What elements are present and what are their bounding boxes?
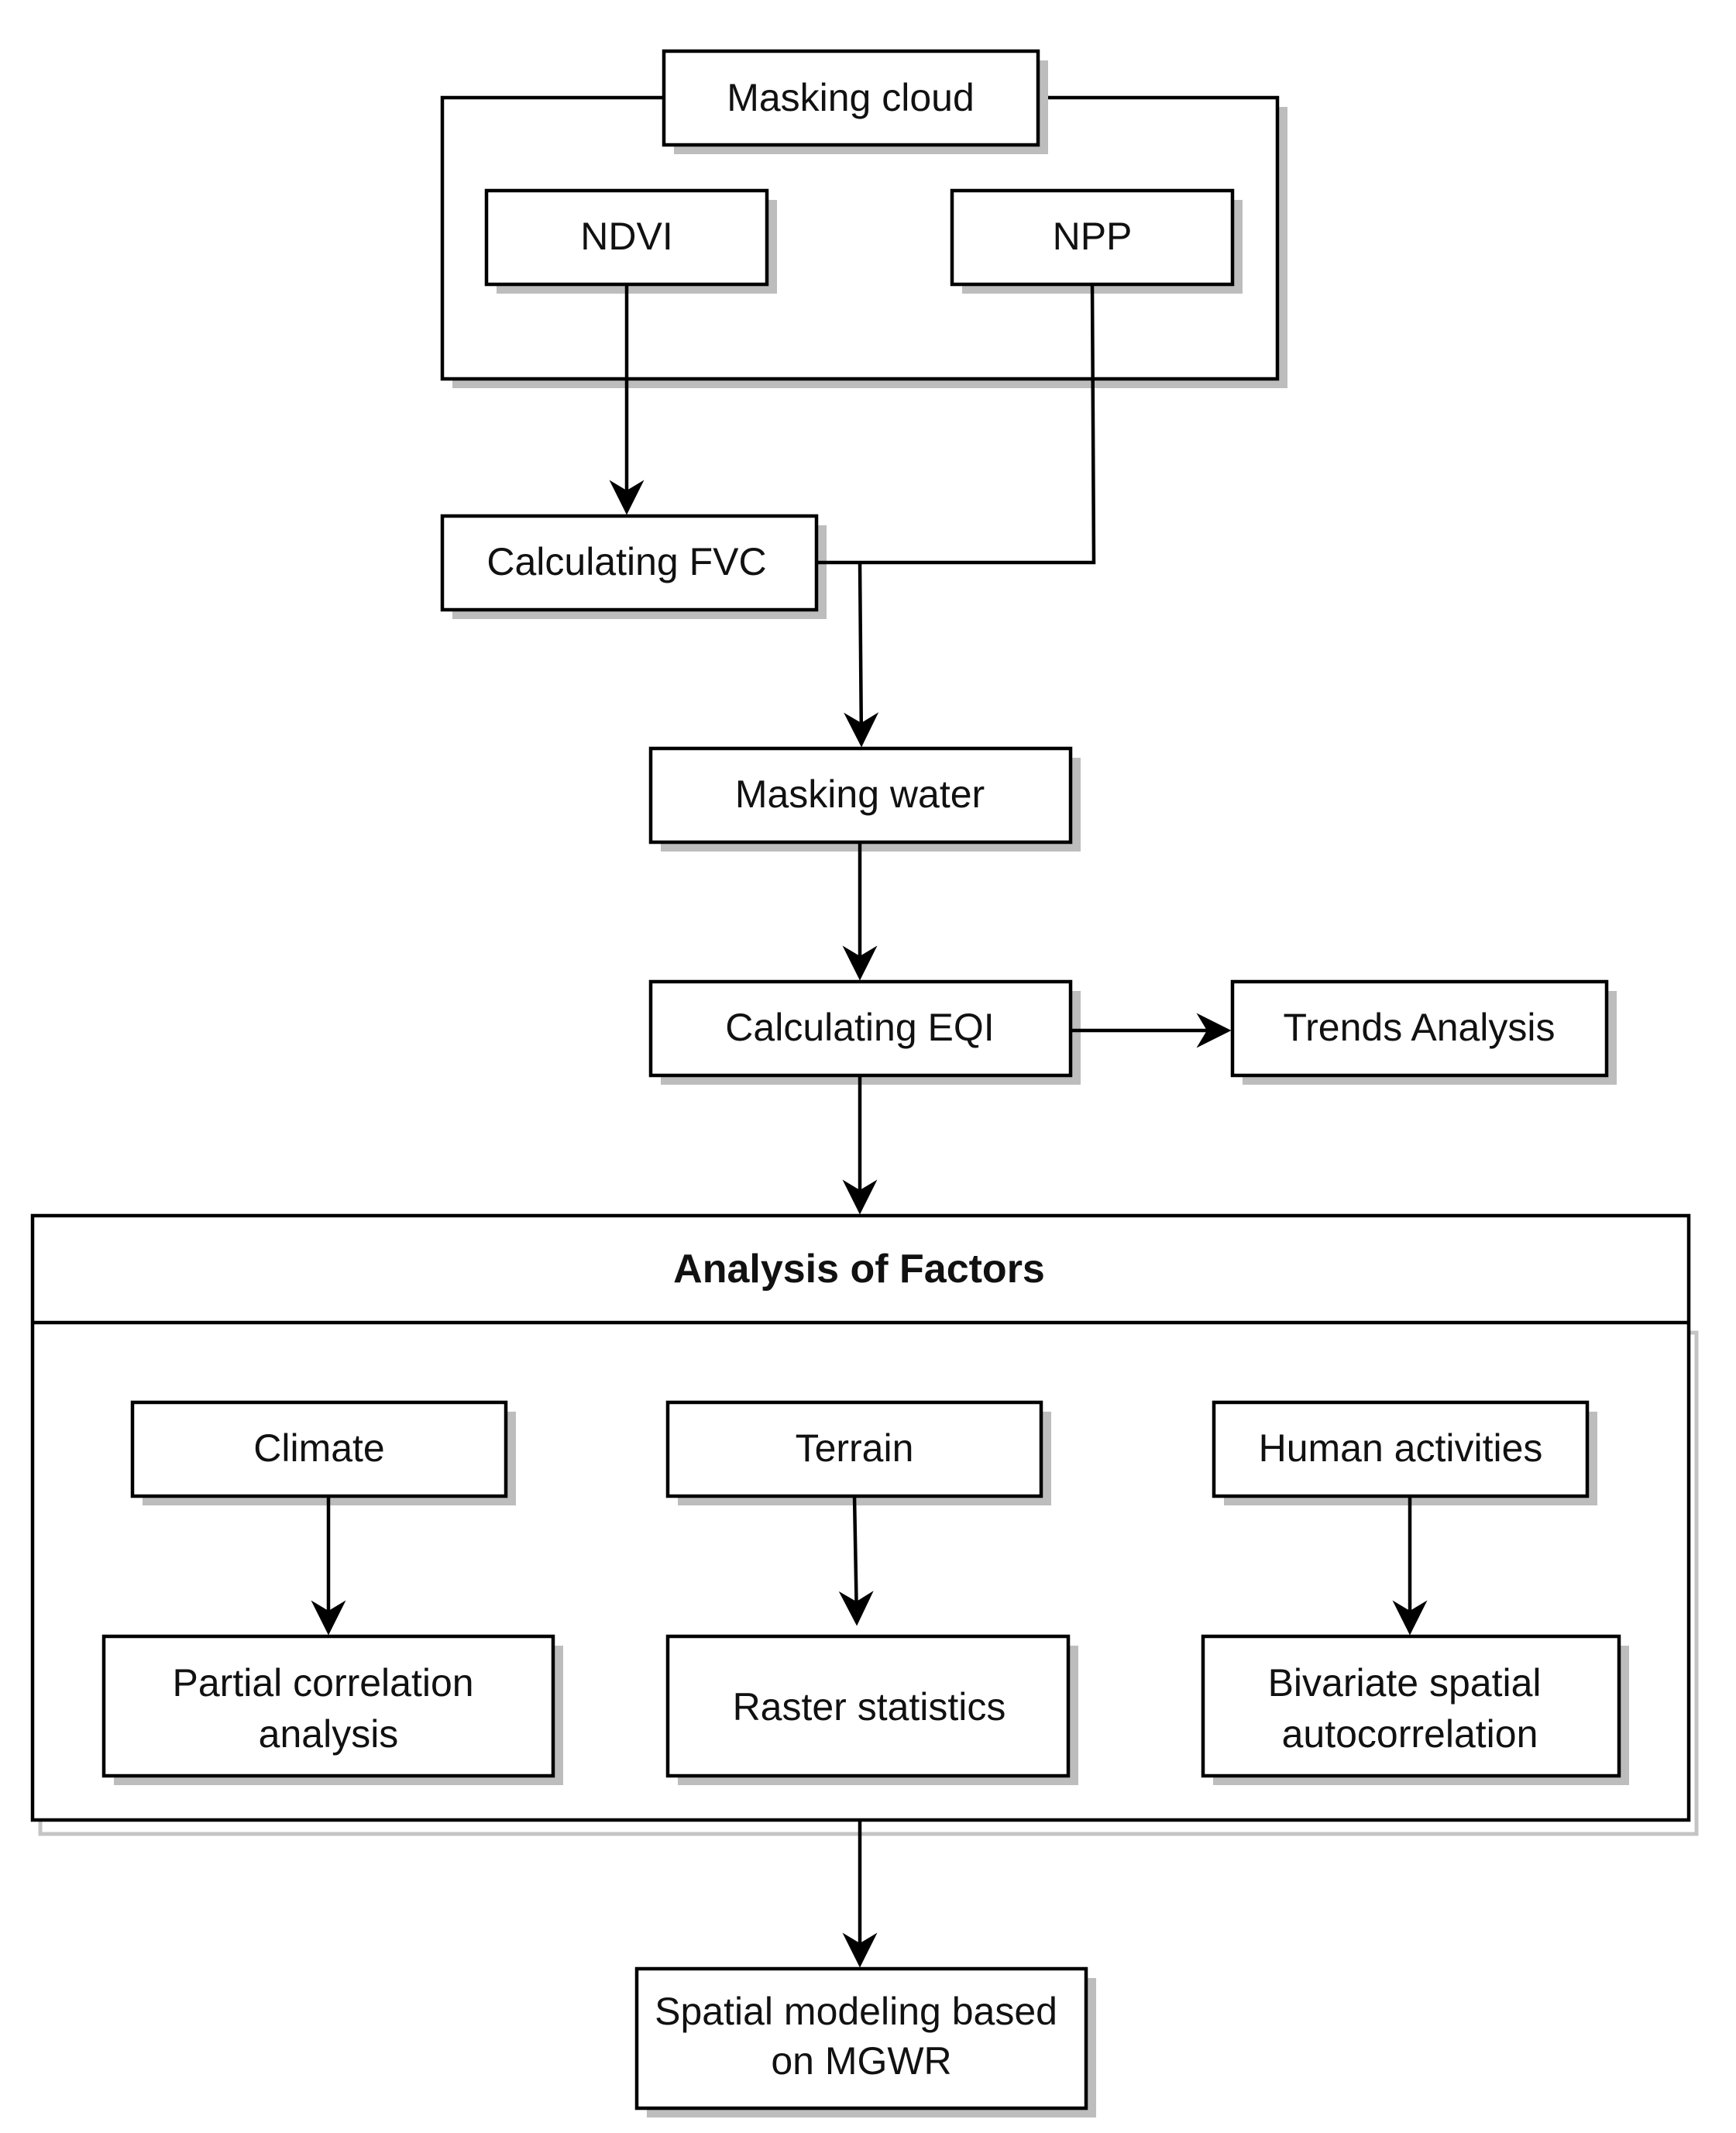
edge-fvc-to-masking-water (844, 562, 879, 748)
masking-water-node: Masking water (648, 746, 1073, 845)
terrain-label: Terrain (796, 1426, 914, 1470)
spatial-modeling-label: Spatial modeling based on MGWR (655, 1990, 1068, 2083)
spatial-modeling-node: Spatial modeling based on MGWR (634, 1966, 1088, 2111)
climate-label: Climate (253, 1426, 384, 1470)
edge-npp-to-junction (816, 284, 1096, 565)
ndvi-label: NDVI (580, 215, 672, 258)
masking-water-label: Masking water (735, 772, 985, 816)
human-activities-node: Human activities (1212, 1400, 1590, 1498)
trends-analysis-label: Trends Analysis (1283, 1006, 1555, 1049)
edge-terrain-to-raster (838, 1495, 874, 1626)
npp-label: NPP (1053, 215, 1133, 258)
calculating-fvc-node: Calculating FVC (440, 514, 819, 612)
masking-cloud-label: Masking cloud (727, 76, 975, 119)
climate-node: Climate (130, 1400, 508, 1498)
masking-cloud-node: Masking cloud (662, 49, 1040, 147)
calculating-eqi-label: Calculating EQI (725, 1006, 994, 1049)
raster-statistics-label: Raster statistics (733, 1685, 1006, 1729)
trends-analysis-node: Trends Analysis (1230, 979, 1609, 1078)
bivariate-spatial-label: Bivariate spatial autocorrelation (1268, 1661, 1552, 1756)
raster-statistics-node: Raster statistics (665, 1634, 1071, 1778)
partial-correlation-label: Partial correlation analysis (173, 1661, 485, 1756)
bivariate-spatial-node: Bivariate spatial autocorrelation (1201, 1634, 1621, 1778)
partial-correlation-node: Partial correlation analysis (101, 1634, 555, 1778)
npp-node: NPP (950, 188, 1235, 287)
analysis-of-factors-title: Analysis of Factors (673, 1247, 1045, 1292)
terrain-node: Terrain (665, 1400, 1043, 1498)
human-activities-label: Human activities (1259, 1426, 1543, 1470)
ndvi-node: NDVI (484, 188, 769, 287)
calculating-eqi-node: Calculating EQI (648, 979, 1073, 1078)
calculating-fvc-label: Calculating FVC (486, 540, 766, 583)
